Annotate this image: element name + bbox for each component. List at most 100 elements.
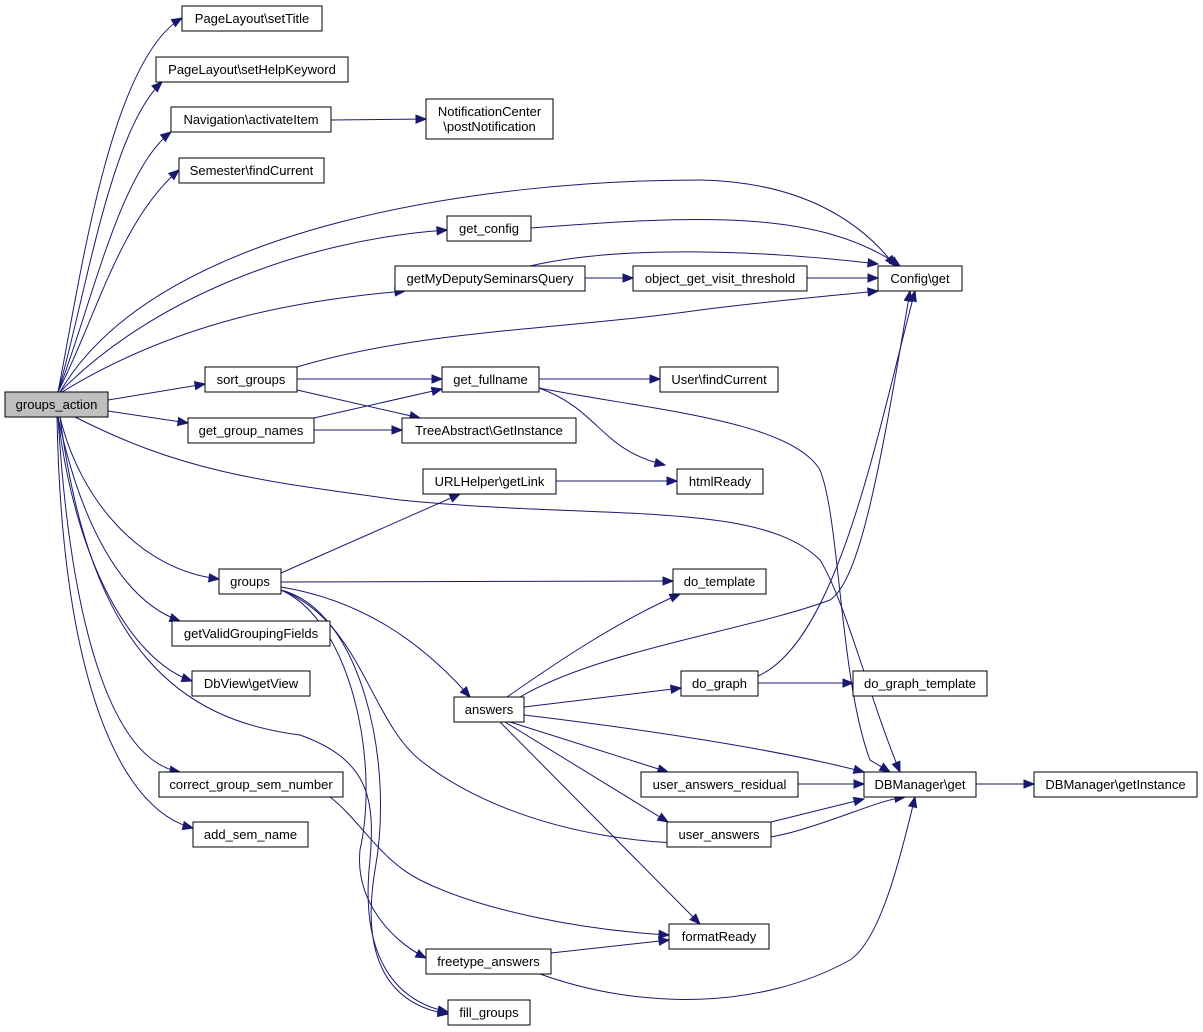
node-html-ready[interactable]: htmlReady (676, 468, 764, 495)
node-label: sort_groups (217, 372, 286, 387)
edge-answers-to-do_graph (523, 684, 683, 708)
edge-groups-to-url_link (280, 493, 462, 574)
edge-do_graph-to-do_graph_tpl (758, 678, 855, 688)
node-label: URLHelper\getLink (435, 474, 545, 489)
node-pl-settitle[interactable]: PageLayout\setTitle (181, 5, 323, 32)
node-groups[interactable]: groups (218, 568, 282, 595)
node-nav-activate[interactable]: Navigation\activateItem (170, 106, 332, 133)
edge-groups-to-fill_groups (280, 589, 450, 1018)
node-valid-fields[interactable]: getValidGroupingFields (171, 620, 331, 647)
edge-uar-to-dbm_get (798, 779, 866, 789)
edge-sort_groups-to-tree_abs (296, 389, 422, 421)
node-label: PageLayout\setTitle (195, 11, 309, 26)
edge-correct_sem-to-format_ready (329, 796, 671, 940)
edge-groups_action-to-dbview (57, 416, 194, 683)
edge-do_graph-to-config_get (757, 289, 917, 677)
node-label: getMyDeputySeminarsQuery (407, 271, 574, 286)
edge-sort_groups-to-config_get (296, 287, 880, 368)
node-label: User\findCurrent (671, 372, 767, 387)
node-label: Config\get (890, 271, 950, 286)
node-answers[interactable]: answers (453, 696, 525, 723)
node-label: formatReady (682, 929, 757, 944)
node-label: do_graph (692, 676, 747, 691)
node-label: add_sem_name (204, 827, 297, 842)
node-obj-visit[interactable]: object_get_visit_threshold (632, 265, 808, 292)
node-get-config[interactable]: get_config (446, 215, 532, 242)
node-freetype[interactable]: freetype_answers (425, 948, 552, 975)
node-label: DbView\getView (204, 676, 299, 691)
edge-answers-to-user_answers (504, 721, 670, 823)
node-dbview[interactable]: DbView\getView (191, 670, 311, 697)
node-label: PageLayout\setHelpKeyword (168, 62, 336, 77)
node-add-sem[interactable]: add_sem_name (192, 821, 309, 848)
node-label: htmlReady (689, 474, 752, 489)
edge-sort_groups-to-get_fullname (297, 374, 444, 384)
node-label: getValidGroupingFields (184, 626, 319, 641)
node-label: groups (230, 574, 270, 589)
edge-groups_action-to-correct_sem (57, 416, 182, 775)
edge-answers-to-uar (509, 721, 670, 774)
node-do-template[interactable]: do_template (672, 568, 767, 595)
node-label: correct_group_sem_number (169, 777, 333, 792)
edge-freetype-to-dbm_get (539, 795, 918, 1000)
node-groups-action[interactable]: groups_action (4, 391, 109, 418)
edge-groups_action-to-pl_sethelp (57, 81, 163, 393)
node-label: DBManager\get (874, 777, 965, 792)
edge-get_deputy-to-obj_visit (585, 273, 635, 283)
node-dbm-inst[interactable]: DBManager\getInstance (1033, 771, 1198, 798)
edge-get_group_names-to-get_fullname (313, 386, 444, 419)
node-do-graph[interactable]: do_graph (680, 670, 759, 697)
edge-groups_action-to-fill_groups (59, 416, 450, 1015)
node-sem-find[interactable]: Semester\findCurrent (178, 157, 325, 184)
node-label: user_answers_residual (653, 777, 787, 792)
edge-groups_action-to-pl_settitle (57, 17, 184, 393)
edge-groups_action-to-sem_find (57, 169, 181, 393)
edge-groups-to-dbm_get (280, 589, 907, 844)
node-label: fill_groups (459, 1005, 519, 1020)
node-format-ready[interactable]: formatReady (668, 923, 770, 950)
edge-answers-to-format_ready (499, 721, 701, 925)
edge-dbm_get-to-dbm_inst (976, 779, 1036, 789)
node-get-deputy[interactable]: getMyDeputySeminarsQuery (394, 265, 586, 292)
edge-groups_action-to-get_group_names (107, 410, 190, 427)
edge-obj_visit-to-config_get (807, 273, 880, 283)
node-tree-abs[interactable]: TreeAbstract\GetInstance (401, 417, 577, 444)
node-label: answers (465, 702, 514, 717)
node-label: object_get_visit_threshold (645, 271, 795, 286)
node-config-get[interactable]: Config\get (877, 265, 963, 292)
node-uar[interactable]: user_answers_residual (640, 771, 799, 798)
edge-groups_action-to-nav_activate (57, 131, 173, 393)
node-sort-groups[interactable]: sort_groups (204, 366, 298, 393)
node-label: DBManager\getInstance (1045, 777, 1185, 792)
edge-get_deputy-to-config_get (529, 251, 880, 268)
node-correct-sem[interactable]: correct_group_sem_number (158, 771, 344, 798)
node-nc-post[interactable]: NotificationCenter\postNotification (425, 98, 554, 140)
node-label: TreeAbstract\GetInstance (415, 423, 563, 438)
node-label: get_config (459, 221, 519, 236)
node-label: \postNotification (443, 119, 536, 134)
node-url-link[interactable]: URLHelper\getLink (422, 468, 557, 495)
node-pl-sethelp[interactable]: PageLayout\setHelpKeyword (155, 56, 349, 83)
edge-answers-to-do_template (506, 593, 682, 698)
node-label: get_fullname (453, 372, 527, 387)
node-dbm-get[interactable]: DBManager\get (863, 771, 977, 798)
node-fill-groups[interactable]: fill_groups (447, 999, 531, 1026)
node-label: get_group_names (199, 423, 304, 438)
edge-get_fullname-to-user_find (539, 374, 662, 384)
node-label: NotificationCenter (438, 104, 542, 119)
node-get-fullname[interactable]: get_fullname (441, 366, 540, 393)
node-get-group-names[interactable]: get_group_names (187, 417, 315, 444)
edge-groups-to-answers (280, 586, 471, 699)
edge-user_answers-to-dbm_get (770, 796, 866, 823)
node-label: do_template (684, 574, 756, 589)
edge-freetype-to-format_ready (550, 936, 671, 954)
edge-url_link-to-html_ready (556, 476, 679, 486)
edge-groups_action-to-get_config (59, 225, 449, 393)
node-label: do_graph_template (864, 676, 976, 691)
edge-answers-to-dbm_get (523, 714, 866, 774)
node-user-answers[interactable]: user_answers (666, 821, 772, 848)
node-do-graph-tpl[interactable]: do_graph_template (852, 670, 988, 697)
node-user-find[interactable]: User\findCurrent (659, 366, 779, 393)
edge-get_fullname-to-html_ready (538, 387, 667, 468)
node-label: user_answers (679, 827, 760, 842)
